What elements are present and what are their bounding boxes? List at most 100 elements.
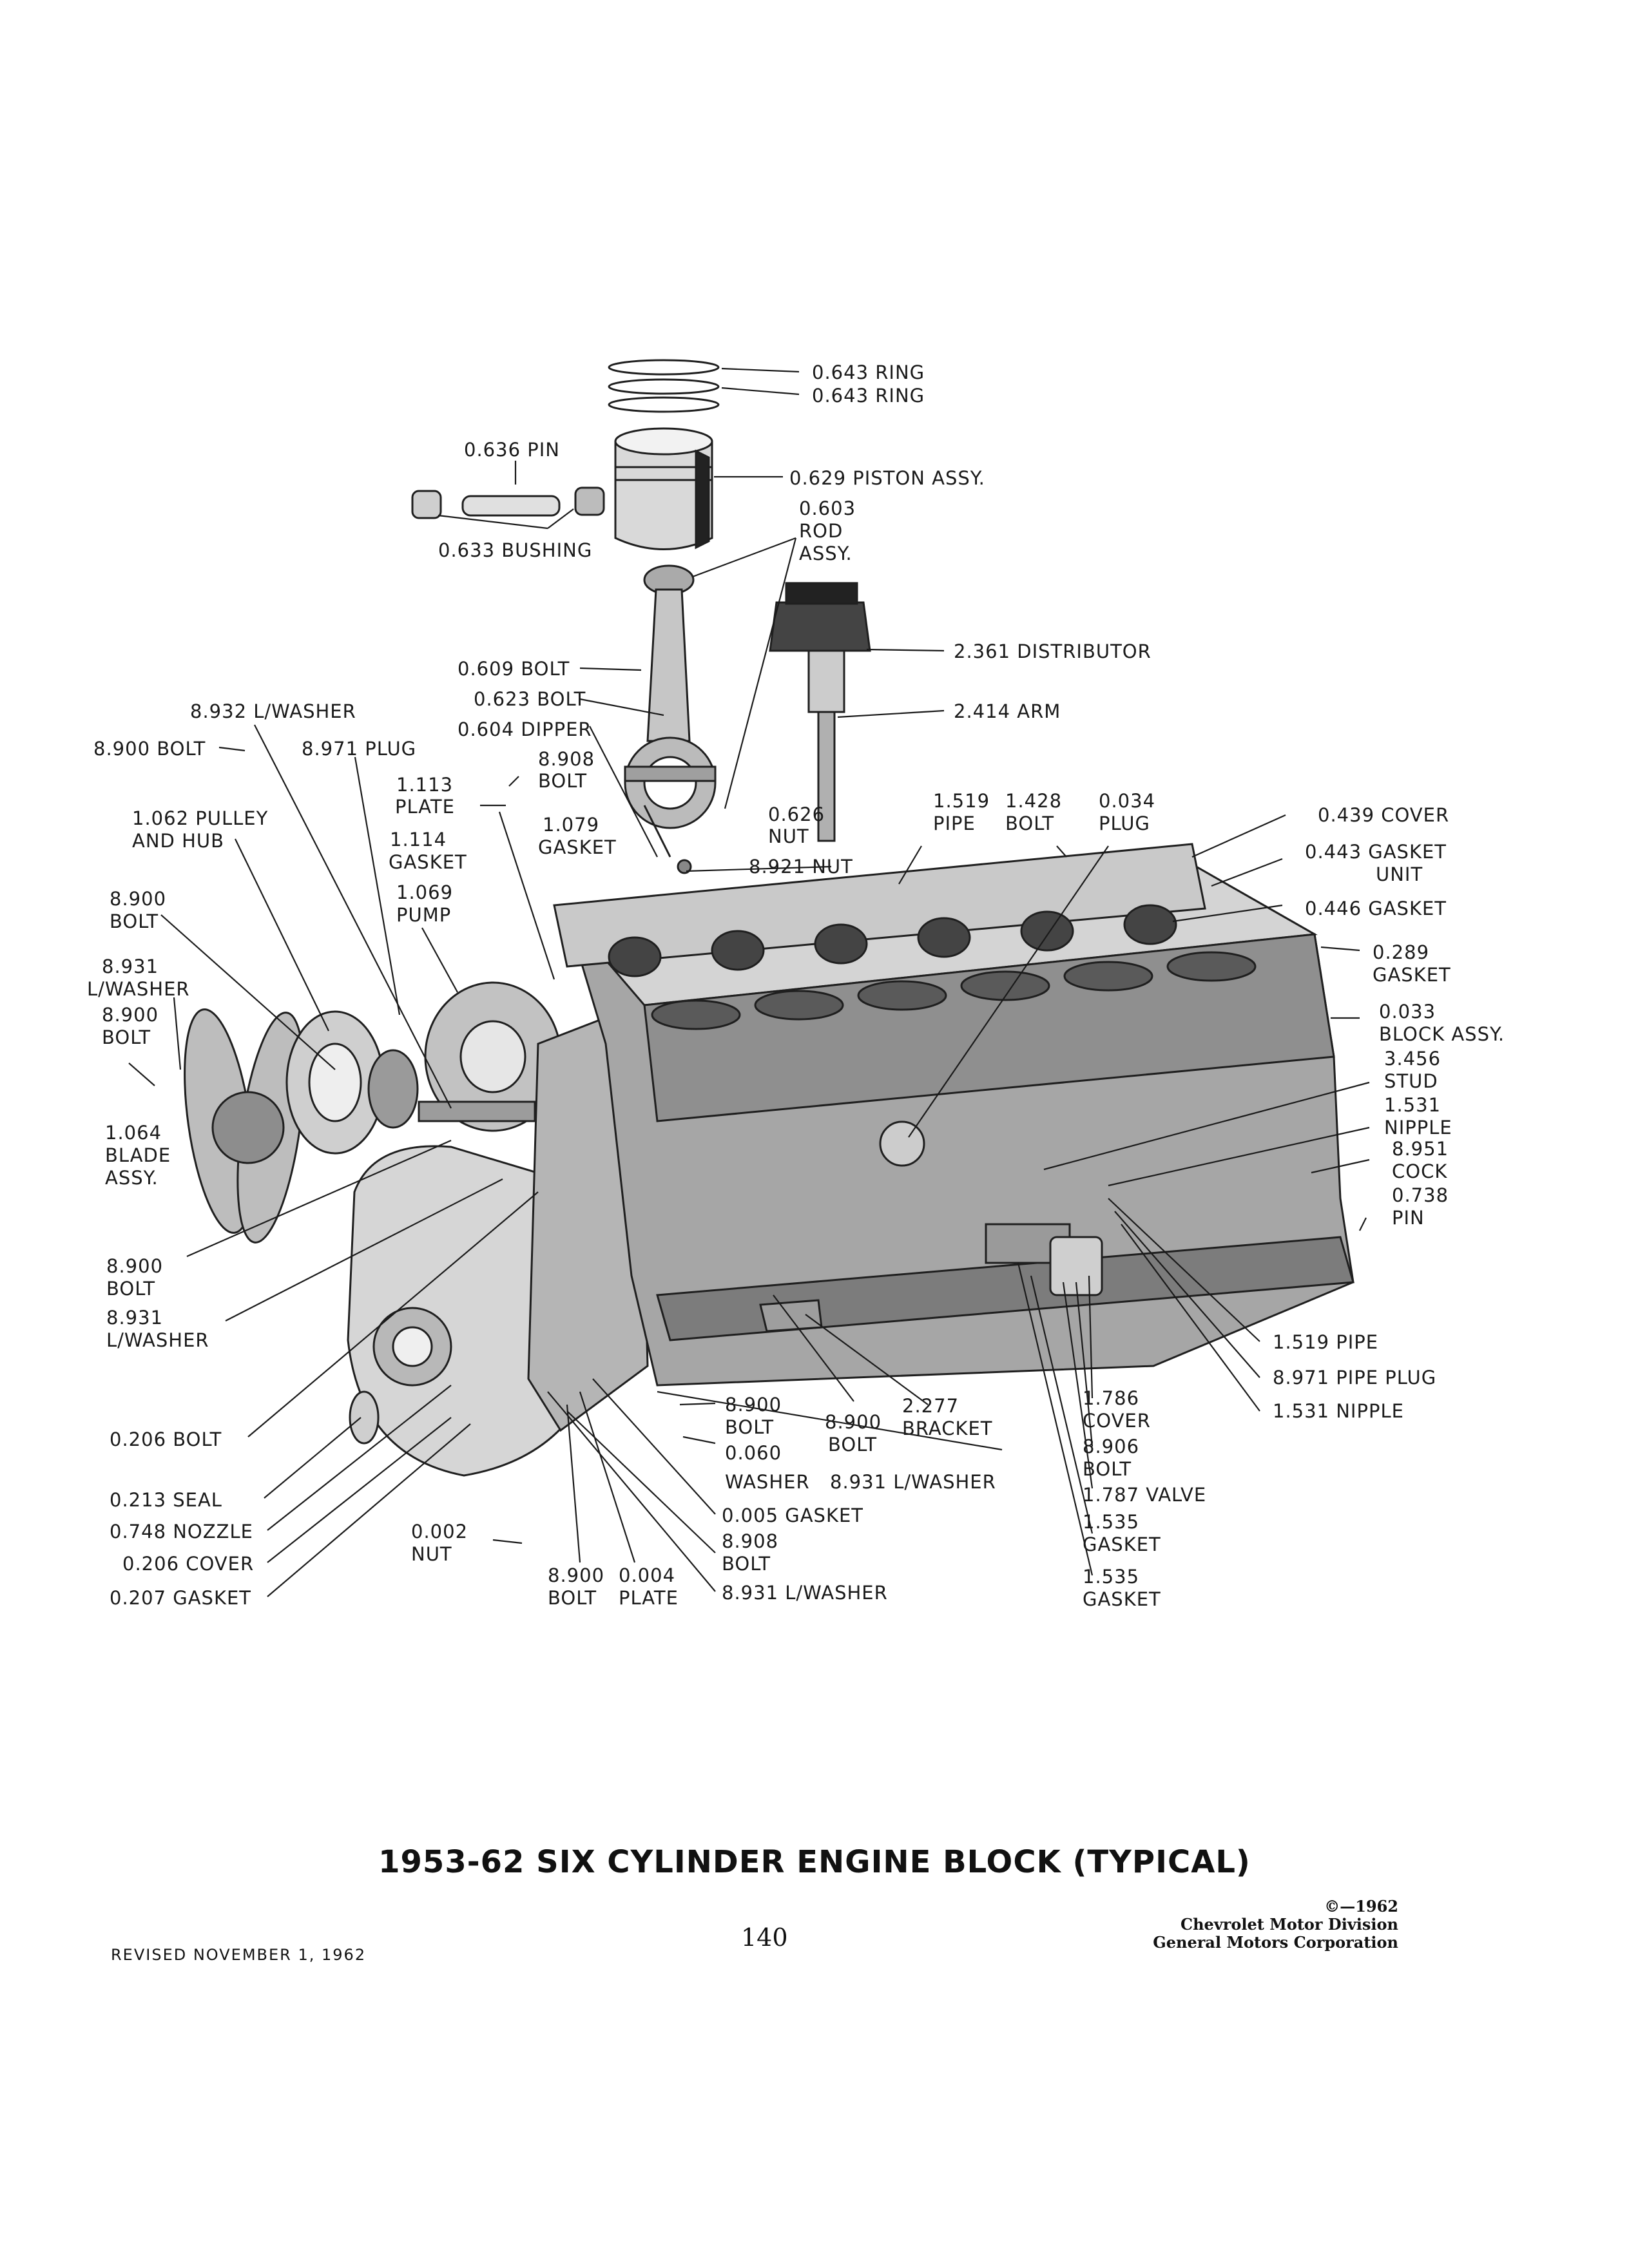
label-bolt-8900-a: 8.900 BOLT [93, 738, 206, 760]
label-stud-2: STUD [1384, 1070, 1438, 1092]
fan-blade-illustration [184, 1008, 305, 1244]
label-bolt-8900-b2: BOLT [110, 910, 159, 932]
label-cover-439: 0.439 COVER [1318, 804, 1449, 826]
label-distributor: 2.361 DISTRIBUTOR [954, 640, 1152, 662]
label-bolt-8900-c2: BOLT [102, 1026, 151, 1048]
label-gasket-1535-a2: GASKET [1083, 1533, 1161, 1555]
label-bolt-8908-1: 8.908 [538, 748, 595, 770]
label-gasket-1079-1: 1.079 [543, 814, 599, 836]
label-bolt-8900-d2: BOLT [106, 1278, 155, 1300]
label-bolt-8900-g1: 8.900 [548, 1564, 604, 1586]
label-gasket-289-1: 0.289 [1373, 941, 1429, 963]
label-cock-2: COCK [1392, 1160, 1447, 1182]
label-gasket-1079-2: GASKET [538, 836, 617, 858]
label-plug-034-2: PLUG [1099, 812, 1150, 834]
label-blade-2: BLADE [105, 1144, 171, 1166]
label-cover-1786-1: 1.786 [1083, 1387, 1139, 1409]
label-blade-3: ASSY. [105, 1167, 159, 1189]
label-pulley-1: 1.062 PULLEY [132, 807, 268, 829]
label-pump-1: 1.069 [396, 881, 453, 903]
label-pulley-2: AND HUB [132, 830, 224, 852]
label-bolt-8900-f1: 8.900 [825, 1411, 882, 1433]
label-gasket-1114-1: 1.114 [390, 829, 447, 850]
label-pin-738-1: 0.738 [1392, 1184, 1449, 1206]
label-cover-1786-2: COVER [1083, 1410, 1151, 1432]
label-gasket-1535-b1: 1.535 [1083, 1566, 1139, 1588]
label-plate-004-1: 0.004 [619, 1564, 675, 1586]
label-gasket-289-2: GASKET [1373, 964, 1451, 986]
label-bolt-8900-e2: BOLT [725, 1416, 774, 1438]
label-pin: 0.636 PIN [464, 439, 560, 461]
label-gasket-1114-2: GASKET [389, 851, 467, 873]
label-ring-1: 0.643 RING [812, 361, 925, 383]
label-pipe-plug-8971: 8.971 PIPE PLUG [1273, 1367, 1436, 1389]
label-gasket-446: 0.446 GASKET [1305, 898, 1447, 919]
label-lwasher-8931-a2: L/WASHER [87, 978, 190, 1000]
label-lwasher-8931-a1: 8.931 [102, 956, 159, 977]
label-pump-2: PUMP [396, 904, 451, 926]
label-lwasher-8931-d: 8.931 L/WASHER [722, 1582, 888, 1604]
label-bolt-609: 0.609 BOLT [458, 658, 570, 680]
label-bracket-1: 2.277 [902, 1395, 959, 1417]
label-bracket-2: BRACKET [902, 1418, 993, 1439]
label-gasket-1535-a1: 1.535 [1083, 1511, 1139, 1533]
label-nut-626-1: 0.626 [768, 803, 825, 825]
label-block-assy-2: BLOCK ASSY. [1379, 1023, 1505, 1045]
label-stud-1: 3.456 [1384, 1048, 1441, 1070]
label-pipe-1519-1: 1.519 [933, 790, 990, 812]
callout-labels: 0.643 RING 0.643 RING 0.636 PIN 0.629 PI… [87, 361, 1505, 1610]
label-gasket-005: 0.005 GASKET [722, 1504, 863, 1526]
bracket-illustration [759, 1299, 823, 1332]
label-nipple-1531-a1: 1.531 [1384, 1094, 1441, 1116]
copyright-block: ©—1962 Chevrolet Motor Division General … [1108, 1898, 1398, 1952]
engine-artwork [184, 359, 1354, 1477]
label-bolt-206: 0.206 BOLT [110, 1428, 222, 1450]
label-bolt-8908-b1: 8.908 [722, 1530, 778, 1552]
label-plug-8971: 8.971 PLUG [302, 738, 416, 760]
label-gasket-1535-b2: GASKET [1083, 1588, 1161, 1610]
label-bolt-1428-2: BOLT [1005, 812, 1054, 834]
label-bolt-623: 0.623 BOLT [474, 688, 586, 710]
label-rod-assy-1: 0.603 [799, 497, 856, 519]
label-washer-060-1: 0.060 [725, 1442, 782, 1464]
label-rod-assy-3: ASSY. [799, 543, 853, 564]
label-plate-1113-1: 1.113 [396, 774, 453, 796]
label-rod-assy-2: ROD [799, 520, 843, 542]
page-number: 140 [741, 1923, 788, 1952]
water-pump-illustration [418, 981, 562, 1132]
copyright-year: ©—1962 [1324, 1897, 1398, 1916]
label-arm: 2.414 ARM [954, 700, 1061, 722]
label-lwasher-8931-b2: L/WASHER [106, 1329, 209, 1351]
pulley-illustration [285, 1010, 419, 1155]
label-nozzle-748: 0.748 NOZZLE [110, 1521, 253, 1542]
label-gasket-207: 0.207 GASKET [110, 1587, 251, 1609]
label-bolt-8900-g2: BOLT [548, 1587, 597, 1609]
label-bolt-8900-c1: 8.900 [102, 1004, 159, 1026]
label-blade-1: 1.064 [105, 1122, 162, 1144]
label-pipe-1519-b: 1.519 PIPE [1273, 1331, 1378, 1353]
label-bolt-8908-2: BOLT [538, 770, 587, 792]
label-washer-060-2: WASHER [725, 1471, 810, 1493]
label-gasket-unit-2: UNIT [1376, 863, 1423, 885]
leader-lines [128, 367, 1370, 1597]
label-nipple-1531-a2: NIPPLE [1384, 1117, 1452, 1139]
label-lwasher-8931-b1: 8.931 [106, 1307, 163, 1329]
label-piston-assy: 0.629 PISTON ASSY. [789, 467, 985, 489]
label-bolt-8900-b1: 8.900 [110, 888, 166, 910]
label-plate-1113-2: PLATE [395, 796, 455, 818]
piston-rings-illustration [608, 359, 720, 413]
piston-pin-illustration [411, 486, 605, 519]
copyright-corporation: General Motors Corporation [1153, 1933, 1398, 1952]
label-bolt-8900-d1: 8.900 [106, 1255, 163, 1277]
label-nut-002-2: NUT [411, 1543, 452, 1565]
label-seal-213: 0.213 SEAL [110, 1489, 222, 1511]
revised-note: REVISED NOVEMBER 1, 1962 [111, 1946, 367, 1964]
label-dipper: 0.604 DIPPER [458, 718, 592, 740]
side-cover-illustration [553, 843, 1206, 977]
label-nut-002-1: 0.002 [411, 1521, 468, 1542]
label-pin-738-2: PIN [1392, 1207, 1425, 1229]
label-nut-626-2: NUT [768, 825, 809, 847]
label-bolt-8900-f2: BOLT [828, 1434, 877, 1456]
copyright-division: Chevrolet Motor Division [1181, 1915, 1398, 1934]
